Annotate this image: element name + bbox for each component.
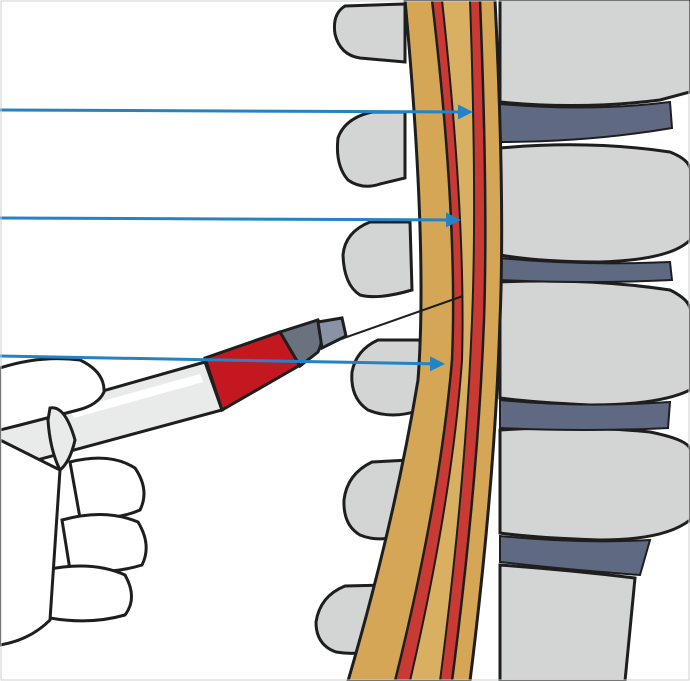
vertebra-5	[500, 565, 635, 681]
needle-cap	[318, 318, 346, 348]
disc-1	[500, 102, 672, 142]
arrow-pointing-dura-icon	[0, 218, 458, 220]
vertebra-4	[500, 428, 690, 540]
process-4	[352, 340, 420, 415]
finger-2	[62, 514, 146, 571]
vertebra-3	[500, 281, 690, 405]
arrow-pointing-epidural-space-icon	[0, 110, 470, 112]
palm	[0, 440, 60, 645]
process-1	[334, 4, 405, 62]
process-2	[337, 112, 405, 186]
spinal-canal	[348, 0, 502, 681]
vertebra-2	[500, 145, 690, 262]
disc-3	[500, 400, 670, 430]
finger-1	[70, 458, 144, 518]
process-3	[343, 222, 412, 297]
finger-3	[45, 566, 132, 621]
vertebra-1	[500, 0, 690, 106]
